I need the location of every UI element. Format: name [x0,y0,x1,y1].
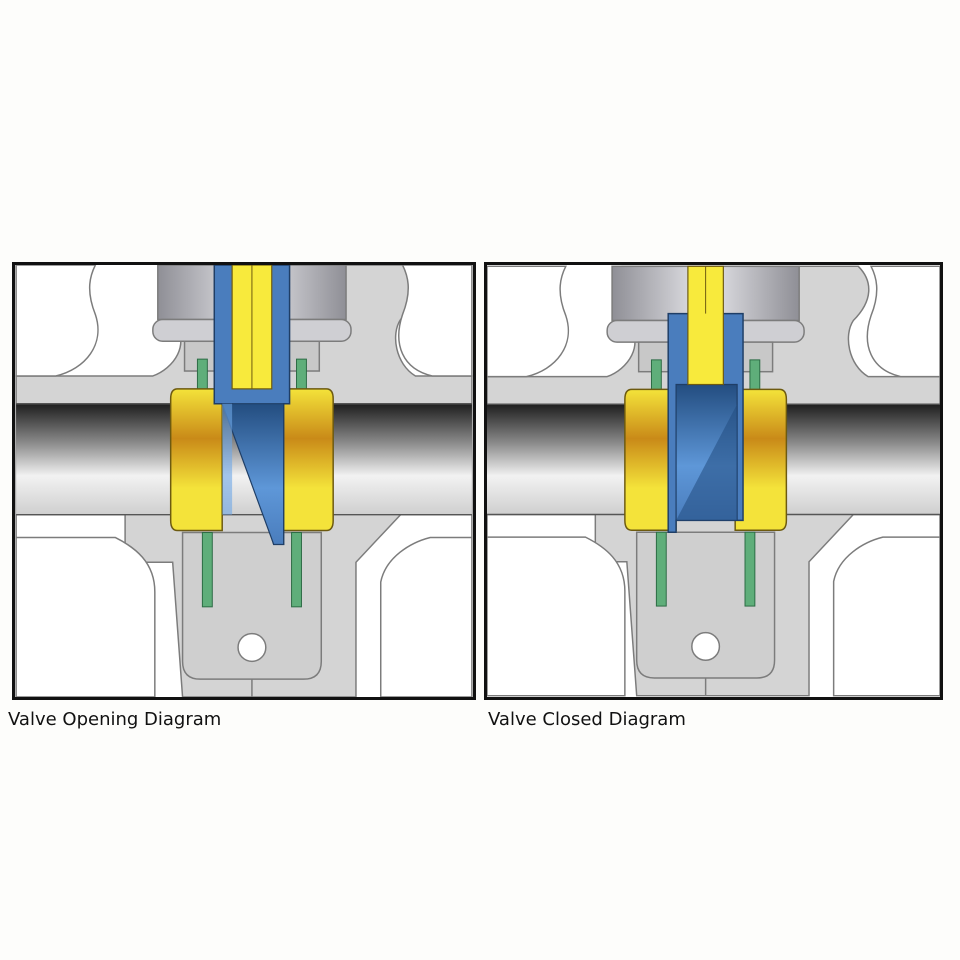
valve-cross-section [15,265,473,697]
valve-closed-diagram [484,262,943,700]
valve-open-diagram [12,262,476,700]
seal-bottom-left [201,532,213,608]
seat-right [734,388,788,531]
seal-bottom-right [744,531,756,607]
seat-left [169,388,223,532]
lower-chamber [635,531,776,679]
lower-chamber [181,531,323,680]
drain-hole [237,632,267,663]
drain-hole [691,631,721,661]
seal-bottom-left [655,531,667,607]
seat-right [280,388,334,532]
valve-closed-caption: Valve Closed Diagram [488,709,686,730]
valve-cross-section [487,265,940,697]
seal-bottom-right [291,532,302,608]
seat-left [624,388,677,531]
valve-open-caption: Valve Opening Diagram [8,709,222,730]
